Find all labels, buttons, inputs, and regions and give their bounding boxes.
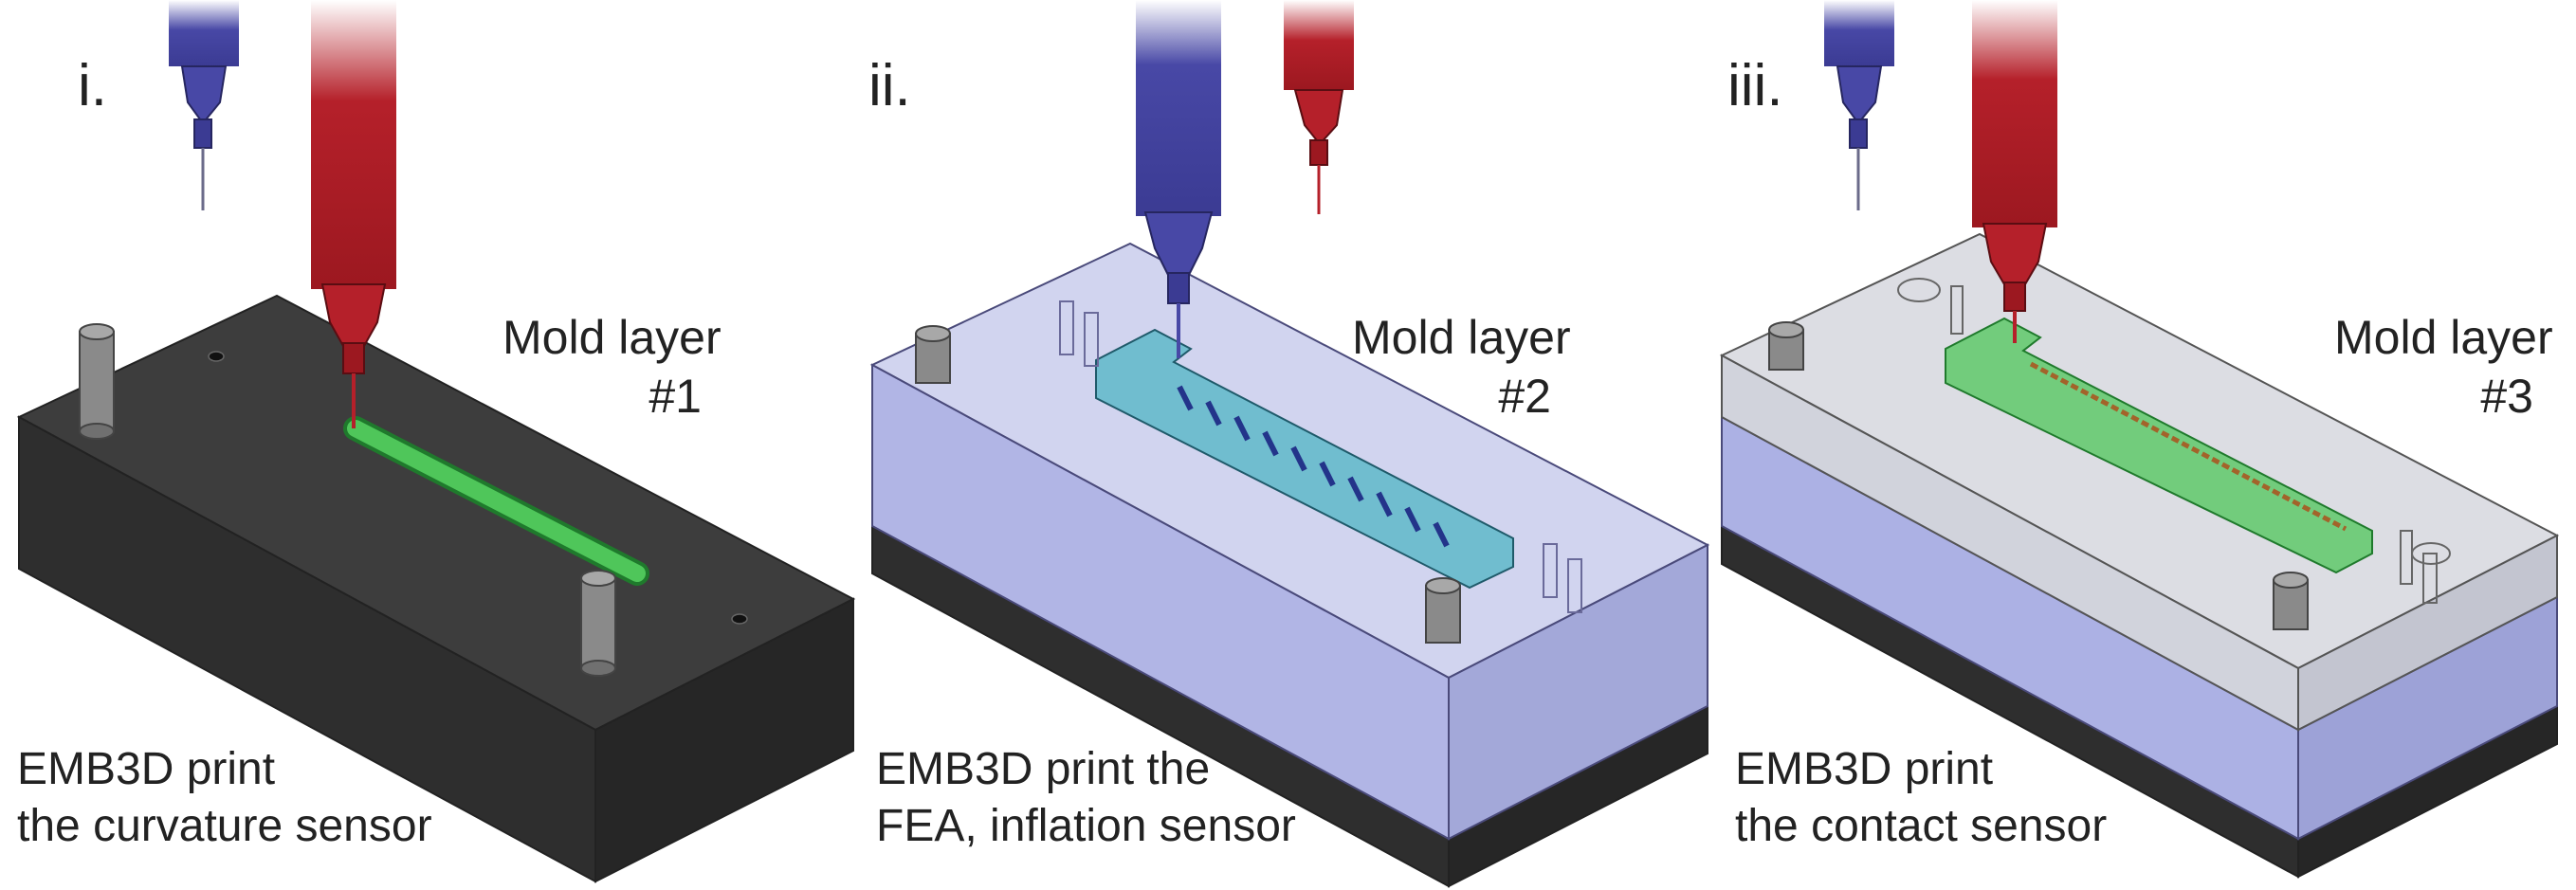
caption-line-1: EMB3D print the	[876, 744, 1211, 794]
panel-caption: EMB3D print the curvature sensor	[17, 741, 432, 855]
fea-ribs	[1177, 385, 1450, 548]
panel-ii: ii. Mold layer #2 EMB3D print the FEA, i…	[859, 0, 1717, 890]
panel-numeral: i.	[78, 53, 107, 118]
caption-line-1: EMB3D print	[17, 744, 276, 794]
mold-hole	[208, 351, 225, 362]
fea-chamber	[1095, 328, 1514, 590]
mold-right-face	[594, 597, 854, 883]
mold-layer-label: Mold layer #1	[502, 308, 722, 426]
alignment-pin	[79, 323, 115, 440]
grey-layer-right	[2297, 534, 2558, 732]
blue-syringe	[1824, 0, 1894, 210]
mold-layer-text: Mold layer	[502, 311, 722, 364]
red-syringe	[1284, 0, 1354, 214]
alignment-pin	[2273, 572, 2309, 630]
caption-line-1: EMB3D print	[1735, 744, 1994, 794]
panel-iii: iii. Mold layer #3 EMB3D print the conta…	[1718, 0, 2576, 890]
mold-layer-text: Mold layer	[1352, 311, 1571, 364]
blue-syringe	[169, 0, 239, 210]
contact-sensor-trace	[2029, 361, 2348, 532]
translucent-layer-right	[1448, 543, 1708, 841]
mold-layer-label: Mold layer #3	[2334, 308, 2553, 426]
panel-numeral: iii.	[1727, 53, 1783, 118]
caption-line-2: FEA, inflation sensor	[876, 801, 1296, 851]
alignment-pin	[1768, 321, 1804, 371]
alignment-pin	[1425, 577, 1461, 644]
alignment-pin	[580, 570, 616, 677]
pin-holes	[1897, 278, 2451, 604]
panel-caption: EMB3D print the FEA, inflation sensor	[876, 741, 1296, 855]
mold-hole	[731, 613, 748, 625]
panel-i: i. Mold layer #1 EMB3D print the curvatu…	[0, 0, 858, 890]
panel-iii-illustration	[1719, 0, 2560, 879]
red-syringe	[311, 0, 396, 428]
mold-layer-text: Mold layer	[2334, 311, 2553, 364]
panel-i-illustration	[16, 0, 856, 883]
mold-layer-number: #3	[2480, 370, 2533, 423]
caption-line-2: the curvature sensor	[17, 801, 432, 851]
pin-holes	[1059, 300, 1582, 613]
mold-layer-number: #1	[649, 370, 702, 423]
caption-line-2: the contact sensor	[1735, 801, 2108, 851]
mold-layer-label: Mold layer #2	[1352, 308, 1571, 426]
blue-syringe	[1136, 0, 1221, 358]
alignment-pin	[915, 325, 951, 384]
red-syringe	[1972, 0, 2057, 343]
panel-caption: EMB3D print the contact sensor	[1735, 741, 2107, 855]
panel-ii-illustration	[869, 0, 1710, 888]
panel-numeral: ii.	[868, 53, 911, 118]
mold-layer-number: #2	[1498, 370, 1551, 423]
